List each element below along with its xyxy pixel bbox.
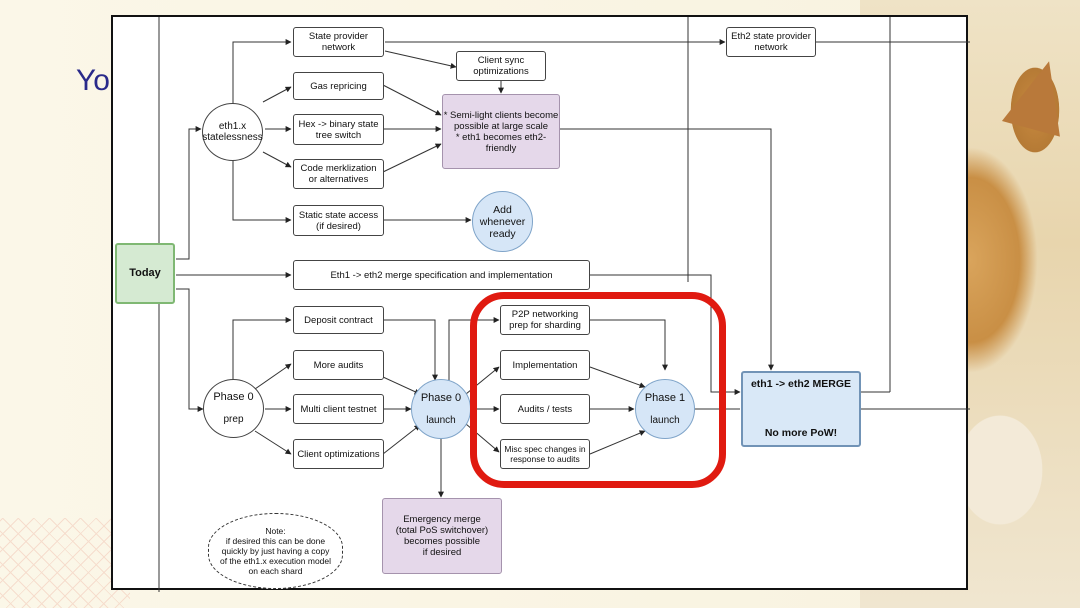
slide-title-partial: Yo — [76, 64, 110, 97]
eth1x-statelessness-node: eth1.x statelessness — [202, 103, 263, 161]
implementation-node: Implementation — [500, 350, 590, 380]
phase1-highlight-outline — [470, 292, 726, 488]
today-node: Today — [115, 243, 175, 304]
merge-spec-node: Eth1 -> eth2 merge specification and imp… — [293, 260, 590, 290]
code-merklization-node: Code merklization or alternatives — [293, 159, 384, 189]
static-state-access-node: Static state access (if desired) — [293, 205, 384, 236]
phase0-launch-node: Phase 0 launch — [411, 379, 471, 439]
gas-repricing-node: Gas repricing — [293, 72, 384, 100]
phase0-prep-node: Phase 0 prep — [203, 379, 264, 438]
deposit-contract-node: Deposit contract — [293, 306, 384, 334]
merge-subtitle: No more PoW! — [764, 427, 838, 439]
roadmap-diagram-panel: Today eth1.x statelessness State provide… — [111, 15, 970, 592]
eth1-eth2-merge-node: eth1 -> eth2 MERGE No more PoW! — [741, 371, 861, 447]
misc-spec-changes-node: Misc spec changes in response to audits — [500, 439, 590, 469]
phase1-launch-title: Phase 1 — [644, 391, 686, 404]
client-sync-node: Client sync optimizations — [456, 51, 546, 81]
emergency-merge-node: Emergency merge (total PoS switchover) b… — [382, 498, 502, 574]
phase1-launch-subtitle: launch — [650, 414, 680, 426]
phase0-launch-subtitle: launch — [426, 414, 456, 426]
add-whenever-ready-node: Add whenever ready — [472, 191, 533, 252]
semi-light-clients-node: * Semi-light clients become possible at … — [442, 94, 560, 169]
client-optimizations-node: Client optimizations — [293, 439, 384, 469]
diagram-connectors — [158, 17, 970, 592]
multi-client-testnet-node: Multi client testnet — [293, 394, 384, 424]
audits-tests-node: Audits / tests — [500, 394, 590, 424]
eth2-state-provider-node: Eth2 state provider network — [726, 27, 816, 57]
phase0-launch-title: Phase 0 — [420, 391, 462, 404]
more-audits-node: More audits — [293, 350, 384, 380]
note-cloud: Note: if desired this can be done quickl… — [208, 513, 343, 589]
phase0-prep-title: Phase 0 — [213, 391, 254, 403]
p2p-networking-node: P2P networking prep for sharding — [500, 305, 590, 335]
phase1-launch-node: Phase 1 launch — [635, 379, 695, 439]
decorative-pattern — [0, 518, 130, 608]
state-provider-network-node: State provider network — [293, 27, 384, 57]
merge-title: eth1 -> eth2 MERGE — [750, 378, 852, 390]
hex-binary-tree-node: Hex -> binary state tree switch — [293, 114, 384, 145]
phase0-prep-subtitle: prep — [223, 414, 244, 425]
